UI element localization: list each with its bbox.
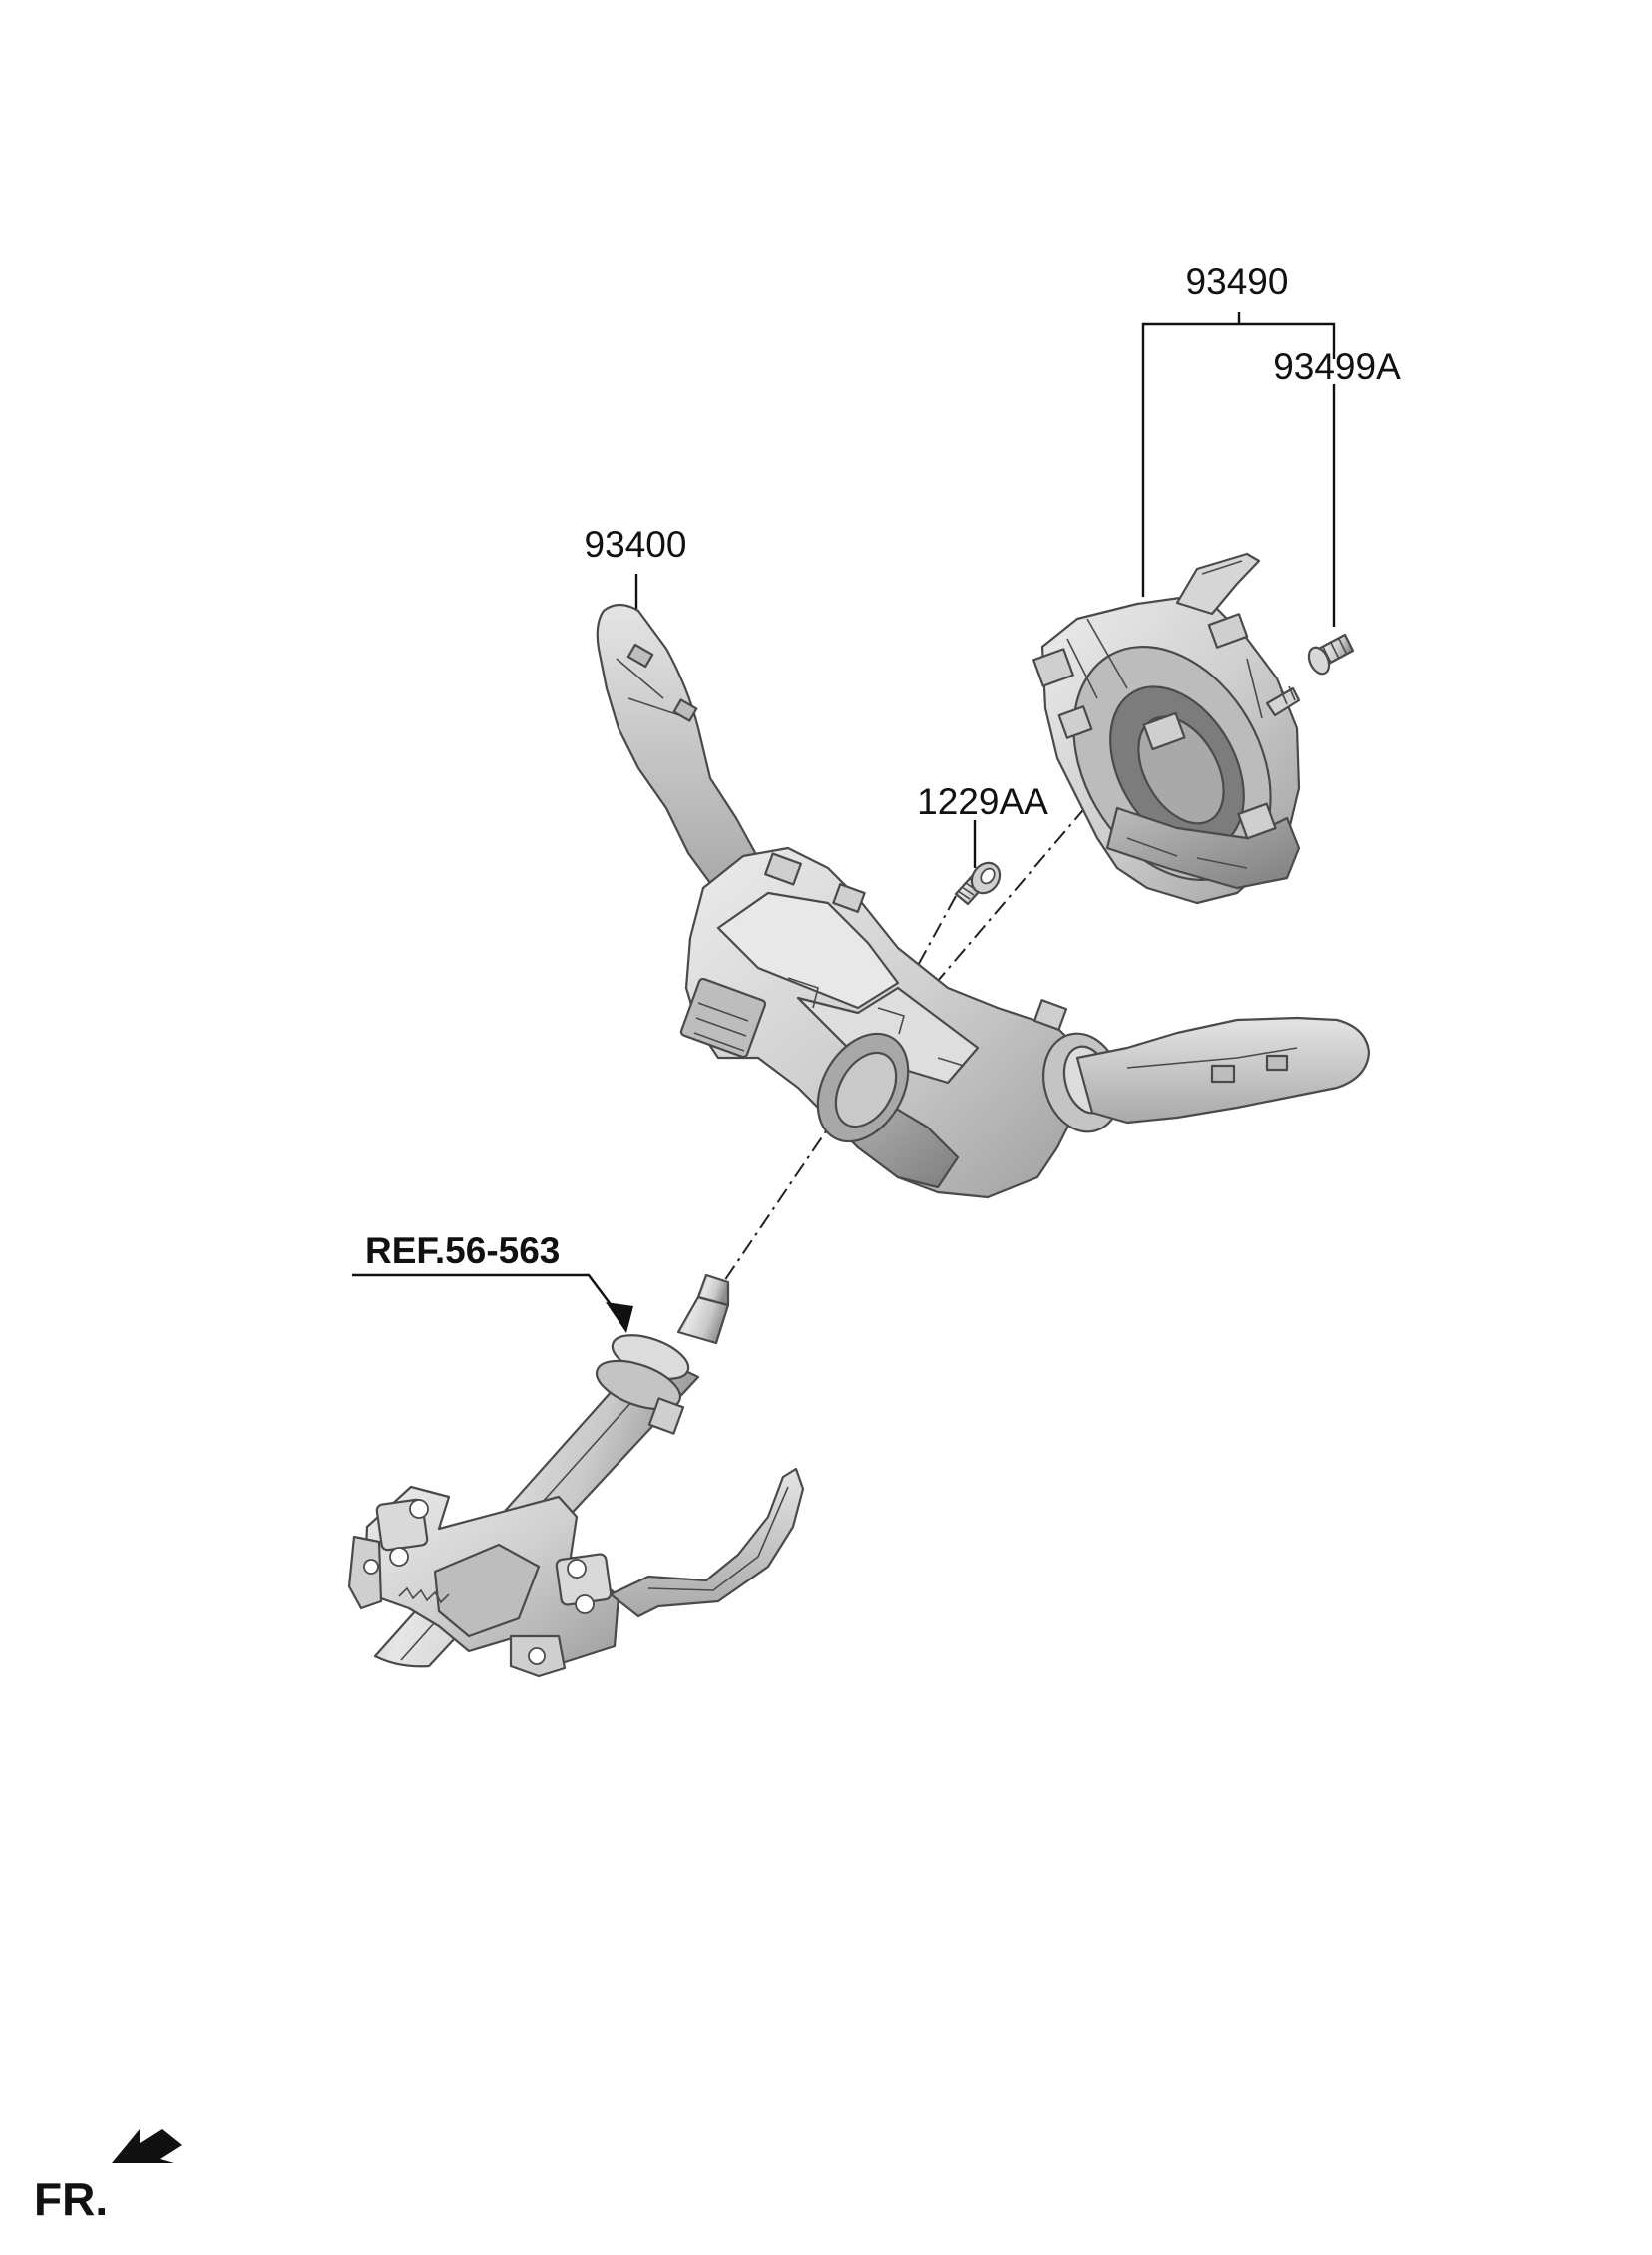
- front-indicator: FR.: [34, 2129, 182, 2225]
- clock-spring: [1032, 552, 1301, 905]
- part-labels: 93490 93499A 93400 1229AA REF.56-563: [365, 261, 1401, 1271]
- tilt-lever: [609, 1467, 805, 1618]
- clock-spring-top-tab: [1175, 552, 1261, 616]
- column-spline-tip: [696, 1273, 730, 1307]
- steering-column: [347, 1273, 805, 1678]
- clock-spring-connector: [1105, 806, 1301, 890]
- label-93499a: 93499A: [1273, 346, 1401, 387]
- screw-93499a: [1307, 633, 1355, 676]
- label-ref-56-563: REF.56-563: [365, 1230, 560, 1271]
- column-clip: [647, 1397, 685, 1435]
- left-stalk-lever: [596, 603, 760, 890]
- front-label: FR.: [34, 2173, 108, 2225]
- label-93400: 93400: [585, 524, 687, 565]
- switch-connector: [679, 977, 767, 1059]
- ref-arrowhead: [606, 1302, 633, 1333]
- label-93490: 93490: [1186, 261, 1289, 302]
- clock-spring-pin: [1265, 686, 1301, 717]
- front-arrow-icon: [112, 2129, 182, 2163]
- leader-ref: [352, 1273, 620, 1316]
- column-spring: [398, 1586, 450, 1604]
- multifunction-switch: [596, 603, 1371, 1199]
- leader-lines: [352, 312, 1336, 1333]
- column-axis-line: [719, 1035, 892, 1288]
- screw-1229aa: [954, 861, 1002, 906]
- screw-93499a-head: [1307, 646, 1331, 676]
- clock-spring-axis-line: [890, 783, 1106, 1037]
- label-1229aa: 1229AA: [917, 781, 1048, 822]
